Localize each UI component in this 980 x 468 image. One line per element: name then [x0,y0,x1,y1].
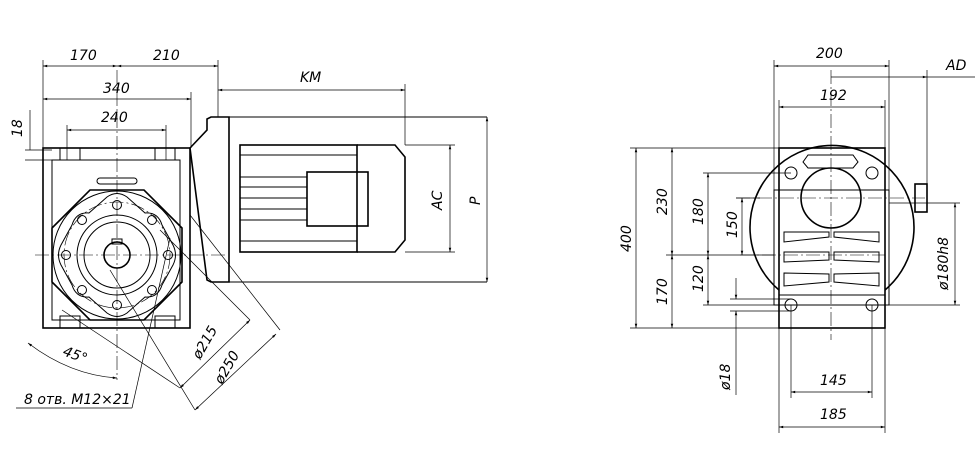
gearbox-body [42,147,191,329]
dim-340: 340 [103,81,130,97]
dim-ad: AD [945,58,967,74]
holes-note: 8 отв. M12×21 [24,392,131,408]
dim-145: 145 [820,373,847,389]
dim-18: 18 [10,119,26,137]
angle-45: 45° [61,344,90,368]
dim-ac: AC [430,190,446,211]
motor [189,116,487,283]
dim-210: 210 [153,48,180,64]
dim-150: 150 [725,211,741,238]
dim-240: 240 [101,110,128,126]
dim-170: 170 [70,48,97,64]
dim-185: 185 [820,407,847,423]
side-dimensions [16,60,489,411]
dim-170: 170 [655,278,671,305]
terminal-box [306,171,369,227]
dim-d250: ø250 [211,348,243,388]
bolt-hole [77,285,87,295]
front-dimensions [630,60,975,433]
dim-120: 120 [691,265,707,292]
dim-400: 400 [619,225,635,252]
dim-km: KM [300,70,321,86]
dim-200: 200 [816,46,843,62]
bolt-hole [77,215,87,225]
side-view: 170 210 340 240 18 KM AC P ø215 ø250 45°… [10,48,489,411]
dim-d215: ø215 [189,323,221,363]
dim-192: 192 [820,88,847,104]
output-flange [35,70,225,380]
dim-d180h8: ø180h8 [936,237,952,291]
dim-d18: ø18 [718,364,734,391]
bolt-hole [147,215,157,225]
dim-230: 230 [655,188,671,215]
dim-180: 180 [691,198,707,225]
bolt-hole [147,285,157,295]
dim-p: P [468,196,484,205]
front-view: 200 AD 192 400 230 170 180 120 150 ø18 ø… [619,46,975,433]
